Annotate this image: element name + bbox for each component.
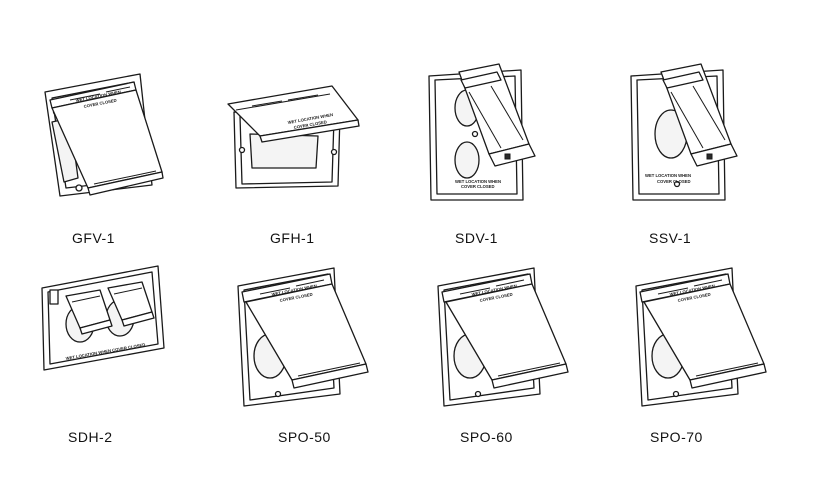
product-gfh-1: WET LOCATION WHEN COVER CLOSED GFH-1 (222, 60, 402, 290)
ssv-1-cover-text-line2: COVER CLOSED (657, 179, 691, 184)
gfh-1-cover-text-line2: COVER CLOSED (293, 119, 327, 130)
spo-60-cover-text-line2: COVER CLOSED (479, 292, 513, 303)
spo-70-cover-text-line2: COVER CLOSED (677, 292, 711, 303)
sdv-1-label: SDV-1 (455, 230, 498, 246)
spo-50-label: SPO-50 (278, 429, 331, 445)
product-spo-70: WET LOCATION WHEN COVER CLOSED SPO-70 (630, 262, 810, 492)
product-sdh-2: WET LOCATION WHEN COVER CLOSED SDH-2 (38, 262, 218, 492)
product-ssv-1: WET LOCATION WHEN COVER CLOSED SSV-1 (627, 60, 807, 290)
product-gfv-1: WET LOCATION WHEN COVER CLOSED GFV-1 (30, 60, 210, 290)
gfv-1-cover-text-line2: COVER CLOSED (83, 98, 117, 109)
spo-50-cover-text-line2: COVER CLOSED (279, 292, 313, 303)
sdv-1-cover-text-line1: WET LOCATION WHEN (455, 179, 501, 184)
ssv-1-label: SSV-1 (649, 230, 692, 246)
ssv-1-cover-text-line1: WET LOCATION WHEN (645, 173, 691, 178)
sdh-2-cover-illustration: WET LOCATION WHEN COVER CLOSED (38, 262, 218, 462)
spo-50-cover-illustration: WET LOCATION WHEN COVER CLOSED (232, 262, 412, 462)
gfv-1-label: GFV-1 (72, 230, 115, 246)
sdv-1-cover-text-line2: COVER CLOSED (461, 184, 495, 189)
ssv-1-cover-illustration: WET LOCATION WHEN COVER CLOSED (627, 60, 807, 260)
sdh-2-label: SDH-2 (68, 429, 113, 445)
gfv-1-cover-illustration: WET LOCATION WHEN COVER CLOSED (30, 60, 210, 260)
gfh-1-label: GFH-1 (270, 230, 315, 246)
product-spo-60: WET LOCATION WHEN COVER CLOSED SPO-60 (432, 262, 612, 492)
product-spo-50: WET LOCATION WHEN COVER CLOSED SPO-50 (232, 262, 412, 492)
spo-70-label: SPO-70 (650, 429, 703, 445)
spo-70-cover-illustration: WET LOCATION WHEN COVER CLOSED (630, 262, 810, 462)
spo-60-label: SPO-60 (460, 429, 513, 445)
sdv-1-cover-illustration: WET LOCATION WHEN COVER CLOSED (425, 60, 605, 260)
spo-60-cover-illustration: WET LOCATION WHEN COVER CLOSED (432, 262, 612, 462)
product-sdv-1: WET LOCATION WHEN COVER CLOSED SDV-1 (425, 60, 605, 290)
gfh-1-cover-illustration: WET LOCATION WHEN COVER CLOSED (222, 60, 402, 260)
